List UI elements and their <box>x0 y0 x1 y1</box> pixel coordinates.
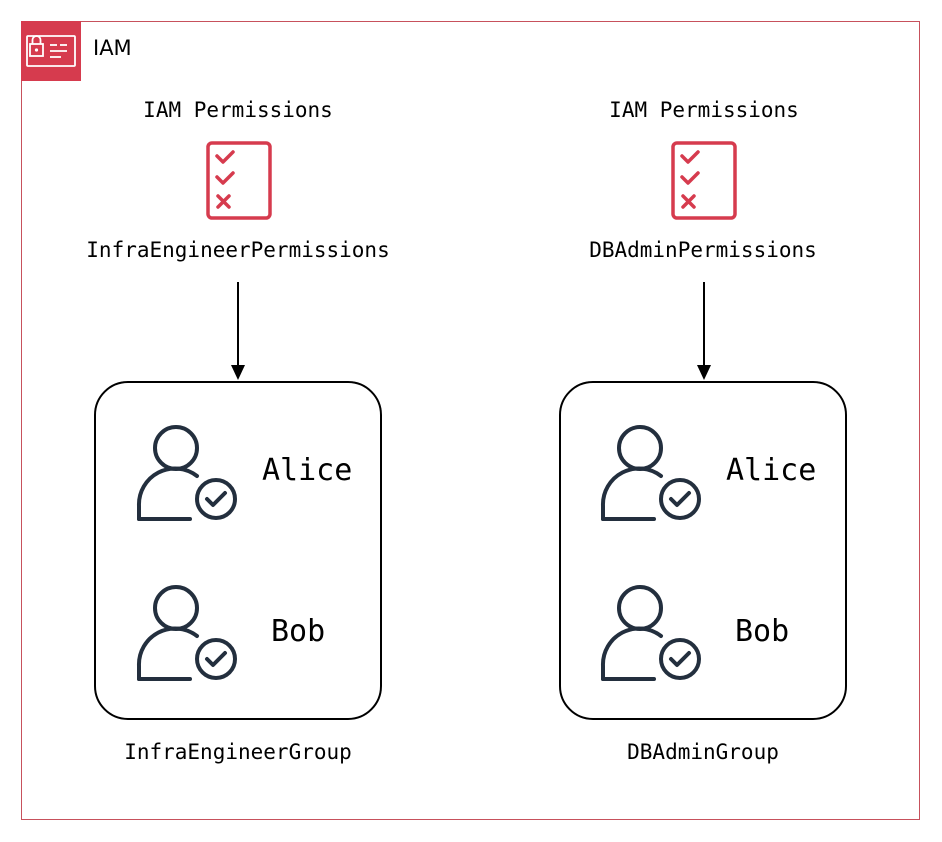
user-check-icon <box>600 425 701 521</box>
policy-heading: IAM Permissions <box>143 98 333 122</box>
group-name: DBAdminGroup <box>627 740 779 764</box>
group-name: InfraEngineerGroup <box>124 740 352 764</box>
checklist-icon <box>671 141 737 220</box>
user-check-icon <box>600 585 701 681</box>
iam-lock-icon <box>26 35 76 67</box>
policy-name: DBAdminPermissions <box>589 238 817 262</box>
user-name: Alice <box>262 453 353 488</box>
policy-name: InfraEngineerPermissions <box>86 238 390 262</box>
user-check-icon <box>136 585 237 681</box>
iam-badge <box>21 21 81 81</box>
group-box-dbadmin <box>559 381 847 720</box>
iam-title: IAM <box>93 36 132 60</box>
checklist-icon <box>206 141 272 220</box>
group-box-infra <box>94 381 382 720</box>
arrow-dbadmin <box>697 282 711 380</box>
user-name: Alice <box>726 453 817 488</box>
user-name: Bob <box>735 614 790 649</box>
user-check-icon <box>136 425 237 521</box>
policy-heading: IAM Permissions <box>609 98 799 122</box>
arrow-infra <box>231 282 245 380</box>
user-name: Bob <box>271 614 326 649</box>
iam-container <box>21 21 920 820</box>
